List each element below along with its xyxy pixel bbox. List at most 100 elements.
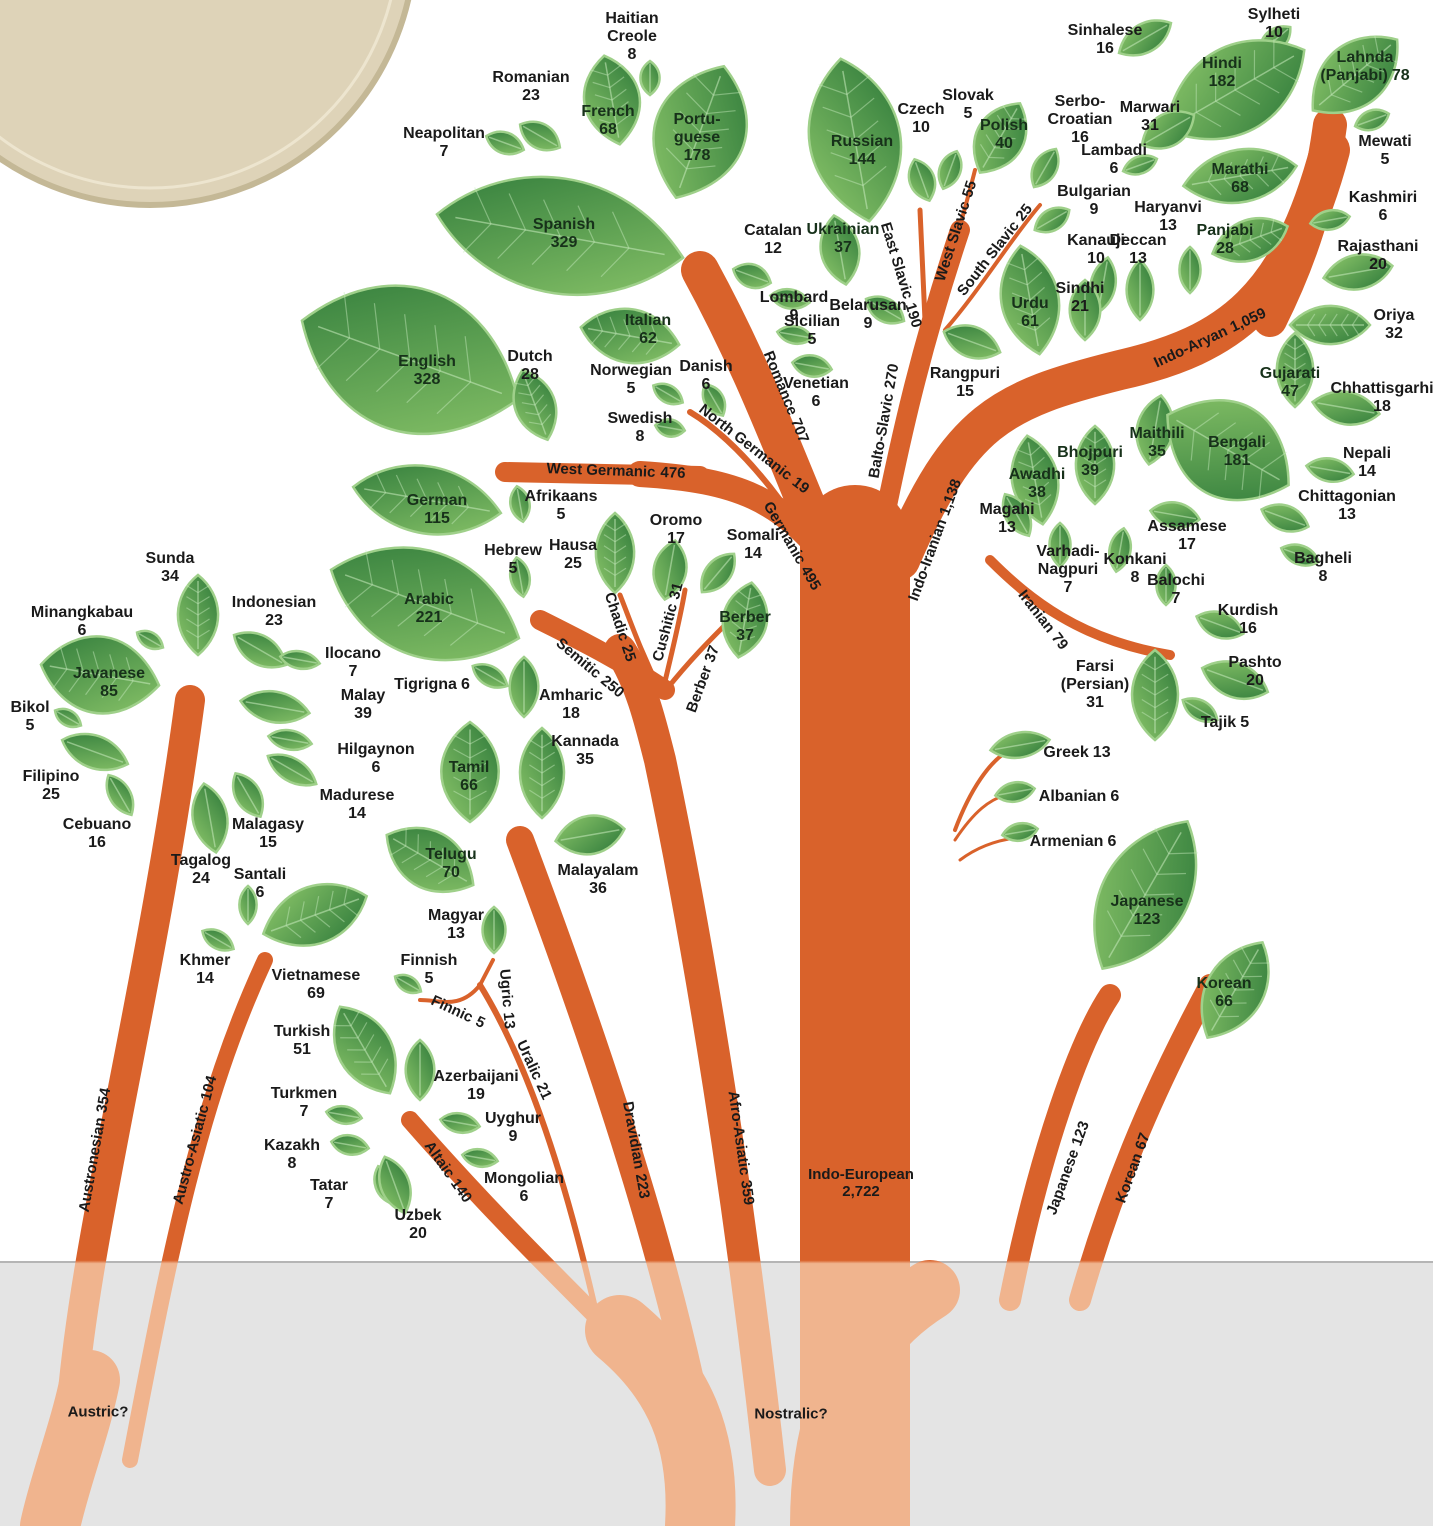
language-name: Maithili bbox=[1129, 425, 1184, 442]
language-count: 14 bbox=[180, 970, 231, 988]
language-name: Lombard bbox=[760, 289, 828, 306]
language-count: 6 bbox=[234, 884, 286, 902]
language-label-bulgarian: Bulgarian9 bbox=[1057, 183, 1131, 219]
branch-name: Chadic bbox=[601, 590, 633, 643]
language-name: Hindi bbox=[1202, 55, 1242, 72]
language-count: 66 bbox=[449, 777, 490, 795]
language-name: Berber bbox=[719, 609, 771, 626]
language-name-line: Portu- bbox=[673, 111, 720, 129]
language-count: 70 bbox=[425, 864, 476, 882]
language-name: Minangkabau bbox=[31, 604, 133, 621]
language-count: 51 bbox=[274, 1041, 331, 1059]
branch-name: West Germanic bbox=[546, 460, 655, 481]
language-count: 39 bbox=[1057, 462, 1123, 480]
language-name: Bagheli bbox=[1294, 550, 1352, 567]
language-name: Madurese bbox=[320, 787, 395, 804]
language-label-haitian-creole: HaitianCreole8 bbox=[605, 10, 658, 64]
language-count: 19 bbox=[433, 1086, 518, 1104]
language-label-varhadi-nagpuri: Varhadi-Nagpuri7 bbox=[1036, 543, 1099, 597]
branch-count: 19 bbox=[789, 474, 813, 498]
language-count: 24 bbox=[171, 870, 231, 888]
branch-label-ugric: Ugric13 bbox=[496, 968, 518, 1029]
branch-label-indo-iranian: Indo-Iranian1,138 bbox=[905, 477, 965, 603]
language-count: 5 bbox=[10, 717, 49, 735]
language-count: 20 bbox=[1338, 256, 1419, 274]
language-name: Marathi bbox=[1212, 161, 1269, 178]
language-label-norwegian: Norwegian5 bbox=[590, 362, 672, 398]
branch-name: Korean bbox=[1112, 1151, 1146, 1205]
language-name: Magahi bbox=[979, 501, 1034, 518]
language-name: Norwegian bbox=[590, 362, 672, 379]
language-count: 18 bbox=[1330, 398, 1433, 416]
language-name: Sinhalese bbox=[1068, 22, 1143, 39]
language-count: 34 bbox=[146, 568, 195, 586]
language-label-albanian: Albanian6 bbox=[1039, 788, 1119, 806]
branch-count: 1,059 bbox=[1228, 305, 1269, 336]
language-name: Belarusan bbox=[829, 297, 906, 314]
language-count: 6 bbox=[484, 1188, 564, 1206]
language-name: Sylheti bbox=[1248, 6, 1300, 23]
language-label-bagheli: Bagheli8 bbox=[1294, 550, 1352, 586]
language-label-mongolian: Mongolian6 bbox=[484, 1170, 564, 1206]
language-label-malayalam: Malayalam36 bbox=[558, 862, 639, 898]
language-label-sinhalese: Sinhalese16 bbox=[1068, 22, 1143, 58]
language-name: Pashto bbox=[1228, 654, 1281, 671]
language-label-french: French68 bbox=[581, 103, 634, 139]
branch-label-chadic: Chadic25 bbox=[601, 590, 639, 663]
language-count: 221 bbox=[404, 609, 454, 627]
branch-name: Balto-Slavic bbox=[866, 392, 898, 480]
language-label-magahi: Magahi13 bbox=[979, 501, 1034, 537]
language-count: 40 bbox=[980, 135, 1028, 153]
language-count: 31 bbox=[1061, 694, 1129, 712]
language-count: 328 bbox=[398, 371, 456, 389]
language-label-danish: Danish6 bbox=[679, 358, 732, 394]
language-name: Greek bbox=[1043, 744, 1088, 761]
language-name: Magyar bbox=[428, 907, 484, 924]
language-name-line: Nagpuri bbox=[1038, 561, 1098, 578]
language-name-line: Haitian bbox=[605, 10, 658, 28]
branch-label-dravidian: Dravidian223 bbox=[619, 1100, 653, 1200]
language-name: HaitianCreole bbox=[605, 10, 658, 45]
language-name: Spanish bbox=[533, 216, 595, 233]
branch-label-finnic: Finnic5 bbox=[428, 992, 487, 1032]
language-count: 68 bbox=[1212, 179, 1269, 197]
branch-label-altaic: Altaic140 bbox=[421, 1138, 476, 1206]
language-name-line: Varhadi- bbox=[1036, 543, 1099, 561]
language-label-arabic: Arabic221 bbox=[404, 591, 454, 627]
language-name: Marwari bbox=[1120, 99, 1180, 116]
language-name: Japanese bbox=[1111, 893, 1184, 910]
language-name: English bbox=[398, 353, 456, 370]
language-name: Ilocano bbox=[325, 645, 381, 662]
language-name: Hilgaynon bbox=[337, 741, 414, 758]
language-count: 144 bbox=[831, 151, 893, 169]
language-name: Malayalam bbox=[558, 862, 639, 879]
language-label-ilocano: Ilocano7 bbox=[325, 645, 381, 681]
language-count: 5 bbox=[525, 506, 598, 524]
branch-count: 476 bbox=[660, 464, 686, 482]
language-label-farsi-persian: Farsi(Persian)31 bbox=[1061, 658, 1129, 712]
branch-count: 79 bbox=[1048, 630, 1072, 654]
language-label-sindhi: Sindhi21 bbox=[1056, 280, 1105, 316]
language-count: 9 bbox=[1057, 201, 1131, 219]
language-name: Nepali bbox=[1343, 445, 1391, 462]
language-label-filipino: Filipino25 bbox=[23, 768, 80, 804]
branch-count: 123 bbox=[1068, 1119, 1093, 1148]
branch-count: 67 bbox=[1132, 1131, 1154, 1152]
language-name: Russian bbox=[831, 133, 893, 150]
language-name: Somali bbox=[727, 527, 779, 544]
branch-count: 37 bbox=[701, 643, 723, 664]
branch-name: Cushitic bbox=[649, 602, 681, 664]
language-count: 28 bbox=[1197, 240, 1254, 258]
language-name: Farsi(Persian) bbox=[1061, 658, 1129, 693]
language-count: 178 bbox=[673, 147, 720, 165]
language-count: 182 bbox=[1202, 73, 1242, 91]
language-name-line: guese bbox=[674, 129, 720, 146]
language-name: Khmer bbox=[180, 952, 231, 969]
language-label-czech: Czech10 bbox=[897, 101, 944, 137]
language-count: 7 bbox=[310, 1195, 348, 1213]
language-label-ukrainian: Ukrainian37 bbox=[807, 221, 880, 257]
language-name-line: Creole bbox=[607, 28, 657, 45]
